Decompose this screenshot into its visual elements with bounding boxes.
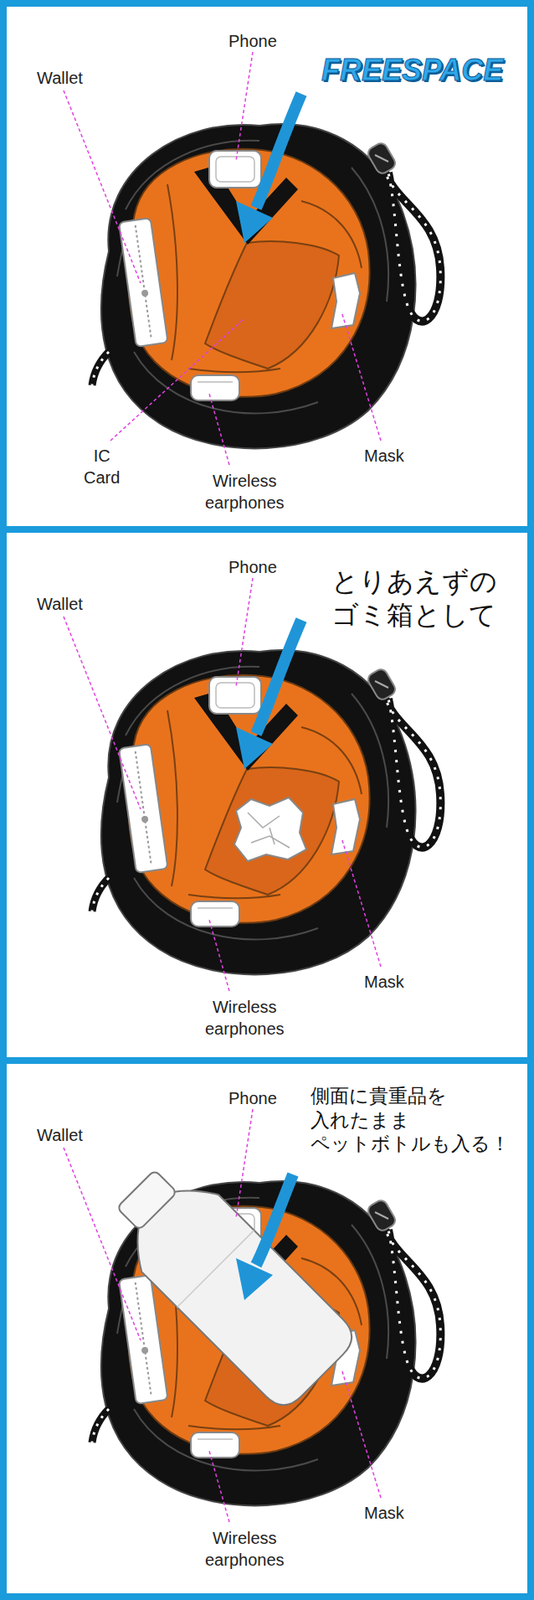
insert-arrow	[236, 1173, 293, 1300]
part-label: Wallet	[36, 592, 83, 615]
panel-art	[63, 577, 441, 991]
part-label: Mask	[364, 970, 405, 992]
panel	[6, 1062, 528, 1592]
logo-text: FREESPACE	[321, 53, 504, 88]
part-label: Wireless earphones	[205, 469, 285, 514]
part-label: Phone	[228, 30, 278, 52]
note-text: 側面に貴重品を 入れたまま ペットボトルも入る！	[310, 1083, 510, 1156]
leader-lines	[63, 51, 381, 465]
panel-art	[63, 51, 441, 465]
part-label: Wireless earphones	[205, 1525, 285, 1570]
part-label: Wallet	[36, 66, 83, 89]
part-label: IC Card	[83, 444, 120, 488]
note-text: とりあえずの ゴミ箱として	[331, 564, 498, 632]
panel	[6, 6, 528, 526]
part-label: Phone	[228, 1086, 278, 1109]
leader-line	[110, 318, 245, 441]
part-label: Wallet	[36, 1123, 83, 1146]
leader-lines	[63, 577, 381, 991]
part-label: Mask	[364, 1500, 405, 1523]
panel	[6, 532, 528, 1057]
panel-art	[63, 1108, 441, 1521]
pet-bottle	[97, 1149, 361, 1413]
insert-arrow	[236, 619, 302, 769]
part-label: Wireless earphones	[205, 995, 285, 1039]
leader-lines	[63, 1108, 381, 1521]
part-label: Mask	[364, 444, 405, 467]
part-label: Phone	[228, 555, 278, 578]
tissue-trash	[234, 796, 307, 861]
insert-arrow	[236, 93, 302, 243]
